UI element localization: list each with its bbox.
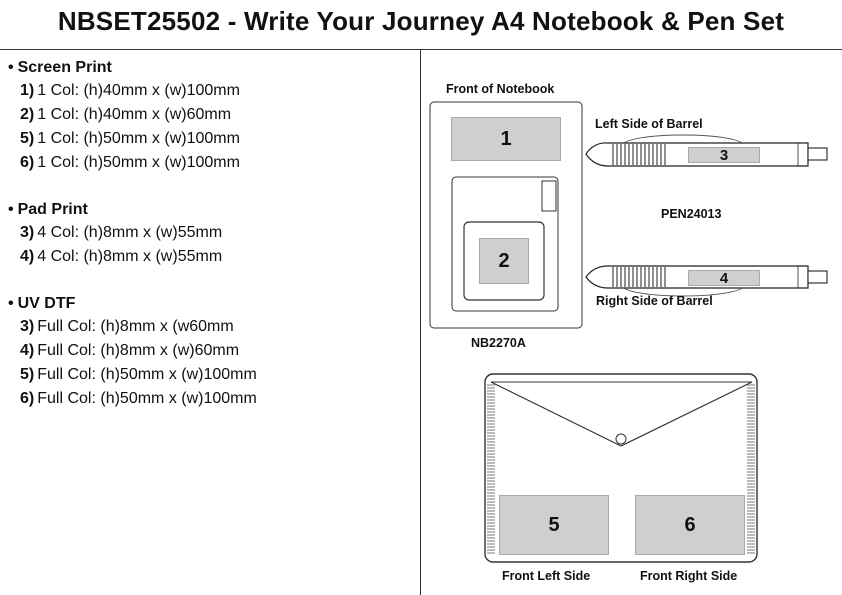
notebook-label: Front of Notebook [446,82,555,96]
section-title: •Pad Print [8,199,408,221]
item-number: 4) [20,342,35,359]
item-text: 4 Col: (h)8mm x (w)55mm [37,224,223,241]
print-area-1: 1 [451,117,561,161]
item-text: 1 Col: (h)40mm x (w)60mm [37,106,232,123]
item-text: 1 Col: (h)50mm x (w)100mm [37,154,240,171]
list-item: 1)1 Col: (h)40mm x (w)100mm [8,79,408,103]
item-number: 5) [20,130,35,147]
list-item: 5)1 Col: (h)50mm x (w)100mm [8,127,408,151]
section-title-text: Pad Print [17,201,88,218]
item-text: Full Col: (h)8mm x (w60mm [37,318,234,335]
section-uv-dtf: •UV DTF 3)Full Col: (h)8mm x (w60mm 4)Fu… [8,293,408,411]
list-item: 2)1 Col: (h)40mm x (w)60mm [8,103,408,127]
item-number: 3) [20,318,35,335]
pouch-right-label: Front Right Side [640,569,738,583]
section-title: •Screen Print [8,57,408,79]
list-item: 5)Full Col: (h)50mm x (w)100mm [8,363,408,387]
bullet-icon: • [8,59,14,76]
item-number: 3) [20,224,35,241]
list-item: 6)1 Col: (h)50mm x (w)100mm [8,151,408,175]
button-clasp-icon [615,433,627,445]
list-item: 6)Full Col: (h)50mm x (w)100mm [8,387,408,411]
item-text: Full Col: (h)50mm x (w)100mm [37,366,257,383]
print-area-6: 6 [635,495,745,555]
pen-code: PEN24013 [661,207,722,221]
print-area-5: 5 [499,495,609,555]
item-text: Full Col: (h)50mm x (w)100mm [37,390,257,407]
print-specs: •Screen Print 1)1 Col: (h)40mm x (w)100m… [8,57,408,435]
item-text: 1 Col: (h)40mm x (w)100mm [37,82,240,99]
pen-right-label: Right Side of Barrel [596,294,713,308]
item-number: 6) [20,154,35,171]
pouch-left-label: Front Left Side [502,569,591,583]
print-area-4: 4 [688,270,760,287]
list-item: 4)4 Col: (h)8mm x (w)55mm [8,245,408,269]
section-title-text: UV DTF [17,295,76,312]
item-number: 6) [20,390,35,407]
print-area-2: 2 [479,238,529,284]
notebook-code: NB2270A [471,336,526,350]
item-text: Full Col: (h)8mm x (w)60mm [37,342,240,359]
item-number: 5) [20,366,35,383]
item-number: 1) [20,82,35,99]
print-area-3: 3 [688,147,760,164]
section-title-text: Screen Print [17,59,112,76]
item-number: 4) [20,248,35,265]
list-item: 3)Full Col: (h)8mm x (w60mm [8,315,408,339]
list-item: 4)Full Col: (h)8mm x (w)60mm [8,339,408,363]
section-pad-print: •Pad Print 3)4 Col: (h)8mm x (w)55mm 4)4… [8,199,408,269]
bullet-icon: • [8,201,14,218]
header-divider [0,49,842,50]
item-text: 4 Col: (h)8mm x (w)55mm [37,248,223,265]
page-title: NBSET25502 - Write Your Journey A4 Noteb… [57,6,785,36]
column-divider [420,50,421,595]
item-number: 2) [20,106,35,123]
section-screen-print: •Screen Print 1)1 Col: (h)40mm x (w)100m… [8,57,408,175]
section-title: •UV DTF [8,293,408,315]
bullet-icon: • [8,295,14,312]
item-text: 1 Col: (h)50mm x (w)100mm [37,130,240,147]
pen-left-label: Left Side of Barrel [595,117,703,131]
list-item: 3)4 Col: (h)8mm x (w)55mm [8,221,408,245]
